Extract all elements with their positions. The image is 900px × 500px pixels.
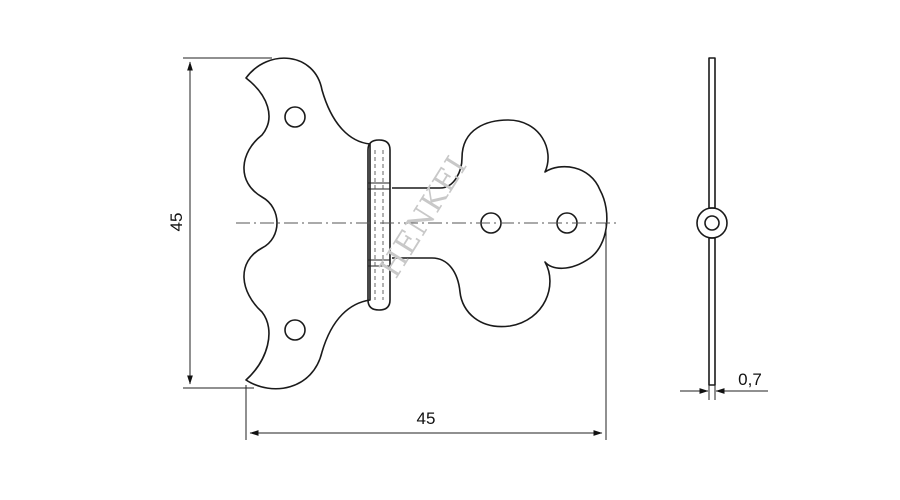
hinge-knuckle xyxy=(367,139,391,311)
left-leaf-outline xyxy=(243,57,371,390)
front-view xyxy=(236,57,618,390)
watermark-text: HENKEI xyxy=(373,150,475,284)
width-dimension xyxy=(245,223,607,440)
left-leaf-top-hole xyxy=(284,106,306,128)
left-leaf-bottom-hole xyxy=(284,319,306,341)
side-view-pin xyxy=(704,215,720,231)
height-dimension xyxy=(183,57,272,389)
thickness-dimension-label: 0,7 xyxy=(738,370,762,389)
thickness-dimension xyxy=(680,385,768,400)
width-dimension-label: 45 xyxy=(417,409,436,428)
side-view xyxy=(696,57,728,386)
side-view-knuckle xyxy=(696,207,728,239)
height-dimension-label: 45 xyxy=(167,213,186,232)
